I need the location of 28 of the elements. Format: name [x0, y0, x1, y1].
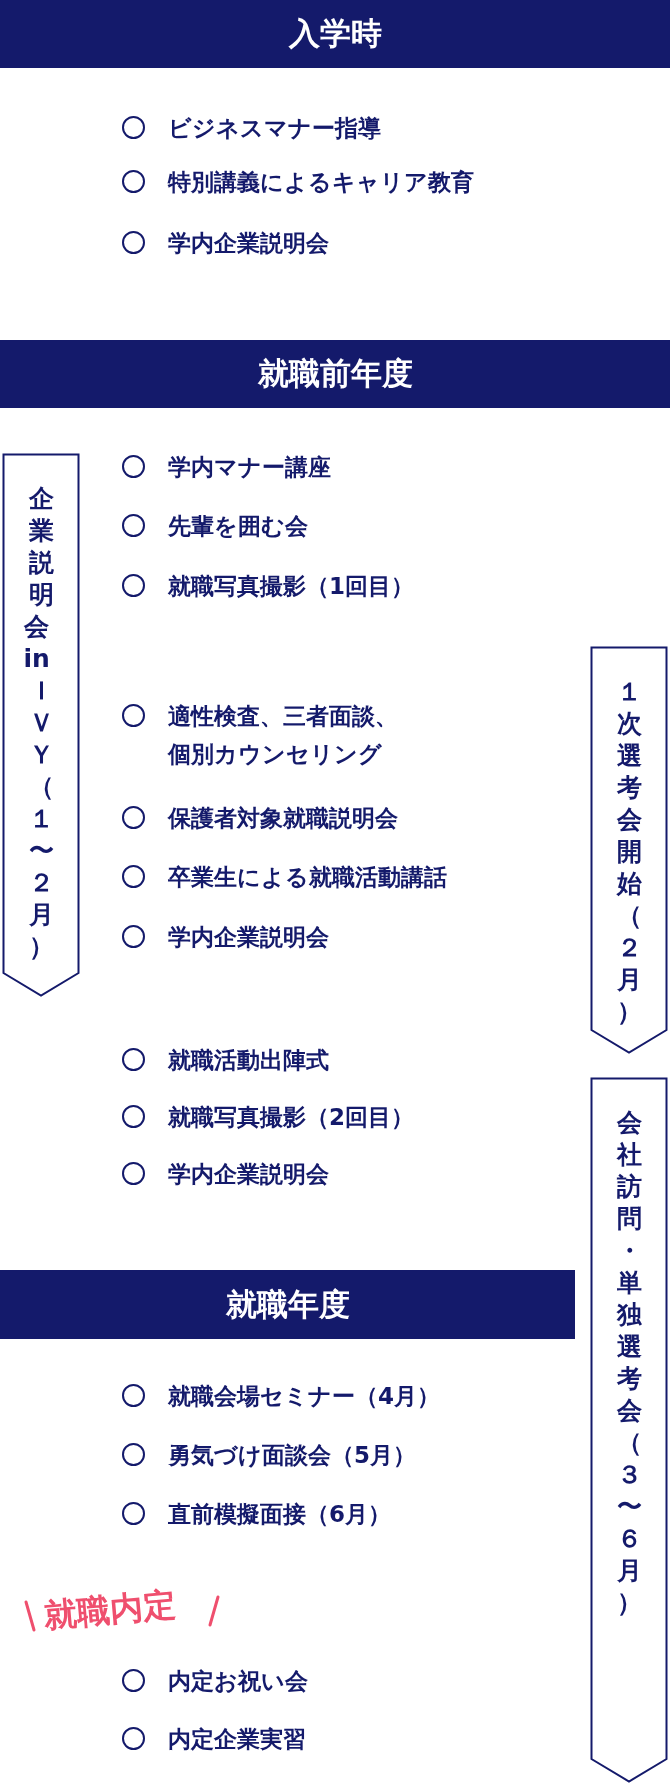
list-item-text: 特別講義によるキャリア教育 [168, 168, 474, 197]
section-header-band: 就職前年度 [0, 340, 670, 408]
list-item-text: 先輩を囲む会 [168, 512, 308, 541]
list-item-text: 学内マナー講座 [168, 453, 331, 482]
list-item-text: 保護者対象就職説明会 [168, 804, 398, 833]
list-item-text: 内定お祝い会 [168, 1667, 308, 1696]
arrow-banner [590, 646, 668, 1054]
list-item-text: 学内企業説明会 [168, 923, 329, 952]
list-item-text: ビジネスマナー指導 [168, 114, 381, 143]
list-item-text: 就職写真撮影（2回目） [168, 1103, 414, 1132]
arrow-banner [590, 1077, 668, 1783]
list-item-text: 就職活動出陣式 [168, 1046, 329, 1075]
list-item-text: 学内企業説明会 [168, 229, 329, 258]
list-item-text: 卒業生による就職活動講話 [168, 863, 447, 892]
arrow-banner [2, 453, 80, 997]
vertical-text: 企業説明会 in ＩＶＹ（１〜２月） [22, 483, 55, 963]
list-item-text: 内定企業実習 [168, 1725, 306, 1754]
list-item-text: 適性検査、三者面談、個別カウンセリング [168, 702, 399, 769]
list-item-text: 直前模擬面接（6月） [168, 1500, 391, 1529]
vertical-text: 会社訪問・単独選考会（３〜６月） [615, 1107, 643, 1619]
list-item-text: 勇気づけ面談会（5月） [168, 1441, 416, 1470]
list-item-text: 就職会場セミナー（4月） [168, 1382, 440, 1411]
list-item-text: 就職写真撮影（1回目） [168, 572, 414, 601]
highlight-text: 就職内定 [42, 1583, 178, 1637]
section-header-band: 就職年度 [0, 1270, 575, 1339]
vertical-text: １次選考会開始（２月） [615, 676, 643, 1028]
section-header-band: 入学時 [0, 0, 670, 68]
list-item-text: 学内企業説明会 [168, 1160, 329, 1189]
